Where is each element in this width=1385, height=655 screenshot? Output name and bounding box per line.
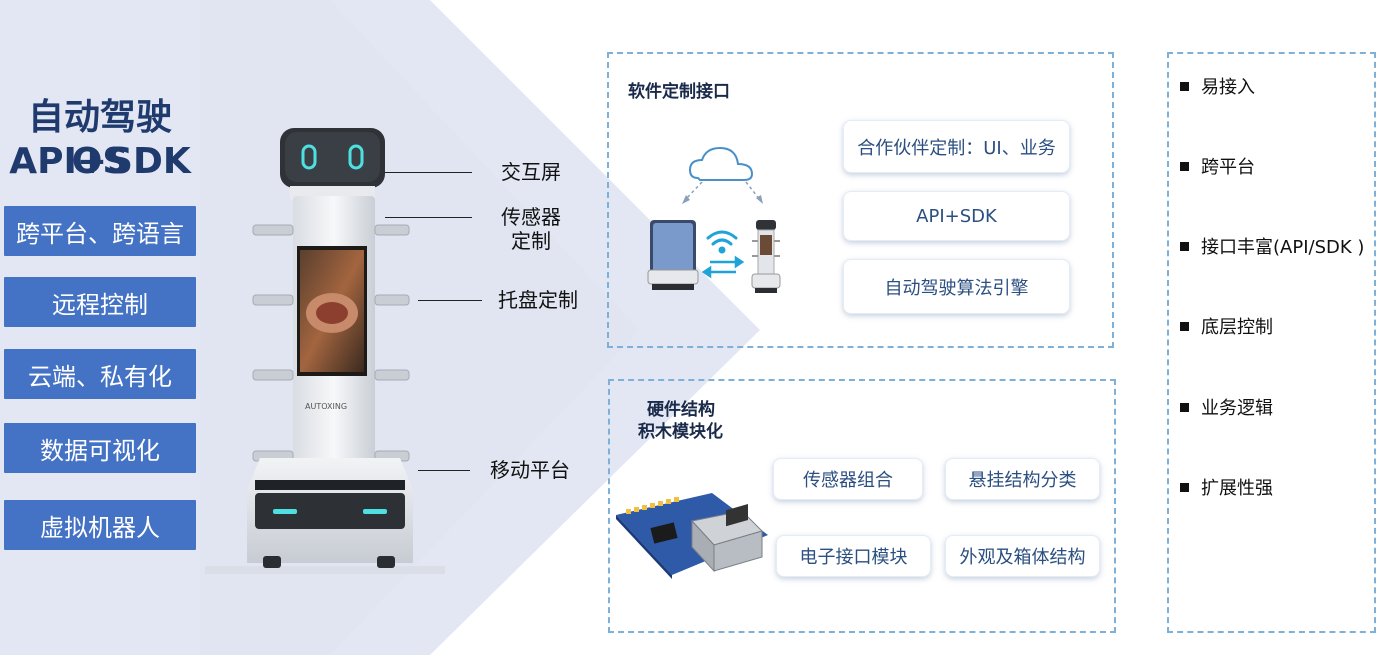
callout-mobile-platform: 移动平台 <box>490 458 570 482</box>
square-bullet-icon <box>1180 482 1189 492</box>
callout-line-sensor <box>385 217 472 218</box>
pill-appearance-enclosure: 外观及箱体结构 <box>945 535 1100 577</box>
feature-virtual-robot: 虚拟机器人 <box>4 500 196 550</box>
callout-line-platform <box>418 470 470 471</box>
main-title-line1: 自动驾驶OS <box>27 97 172 182</box>
callout-interactive-screen: 交互屏 <box>501 160 561 184</box>
advantage-item: 跨平台 <box>1180 153 1255 179</box>
software-interface-title: 软件定制接口 <box>628 82 730 102</box>
robot-brand-text: AUTOXING <box>305 402 347 411</box>
feature-remote-control: 远程控制 <box>4 277 196 327</box>
advantage-item: 底层控制 <box>1180 313 1273 339</box>
pill-suspension-types: 悬挂结构分类 <box>945 458 1100 500</box>
advantage-item: 易接入 <box>1180 73 1255 99</box>
robot-illustration: AUTOXING <box>205 128 445 574</box>
feature-data-visualization: 数据可视化 <box>4 423 196 473</box>
cloud-connection-diagram <box>647 146 781 293</box>
advantage-item: 业务逻辑 <box>1180 394 1273 420</box>
pill-api-sdk: API+SDK <box>843 191 1070 241</box>
square-bullet-icon <box>1180 241 1189 251</box>
main-title-line2: API+SDK <box>9 141 191 182</box>
ethernet-port-icon <box>691 504 763 573</box>
robot-small-icon <box>647 220 699 290</box>
callout-tray-custom: 托盘定制 <box>498 288 578 312</box>
square-bullet-icon <box>1180 321 1189 331</box>
wifi-icon <box>706 230 738 254</box>
hardware-title-line2: 积木模块化 <box>638 422 723 442</box>
callout-sensor-custom: 传感器 定制 <box>501 205 561 253</box>
feature-cloud-private: 云端、私有化 <box>4 349 196 399</box>
cloud-icon <box>688 146 754 181</box>
callout-line-tray <box>418 300 482 301</box>
square-bullet-icon <box>1180 81 1189 91</box>
advantage-item: 接口丰富(API/SDK ) <box>1180 233 1364 259</box>
advantages-panel <box>1167 52 1376 633</box>
callout-line-screen <box>385 172 472 173</box>
feature-cross-platform: 跨平台、跨语言 <box>4 206 196 256</box>
square-bullet-icon <box>1180 161 1189 171</box>
pill-partner-custom: 合作伙伴定制：UI、业务 <box>843 120 1070 173</box>
pill-autonomous-engine: 自动驾驶算法引擎 <box>843 259 1070 314</box>
transfer-arrows-icon <box>701 255 745 279</box>
advantage-item: 扩展性强 <box>1180 474 1273 500</box>
circuit-board-icon <box>616 493 768 579</box>
hardware-title-line1: 硬件结构 <box>647 400 715 420</box>
software-interface-panel <box>607 52 1114 348</box>
hardware-structure-panel <box>608 379 1116 633</box>
square-bullet-icon <box>1180 402 1189 412</box>
robot-tall-icon <box>751 220 781 293</box>
pill-electronic-interface: 电子接口模块 <box>776 535 931 577</box>
pill-sensor-combo: 传感器组合 <box>773 458 923 500</box>
